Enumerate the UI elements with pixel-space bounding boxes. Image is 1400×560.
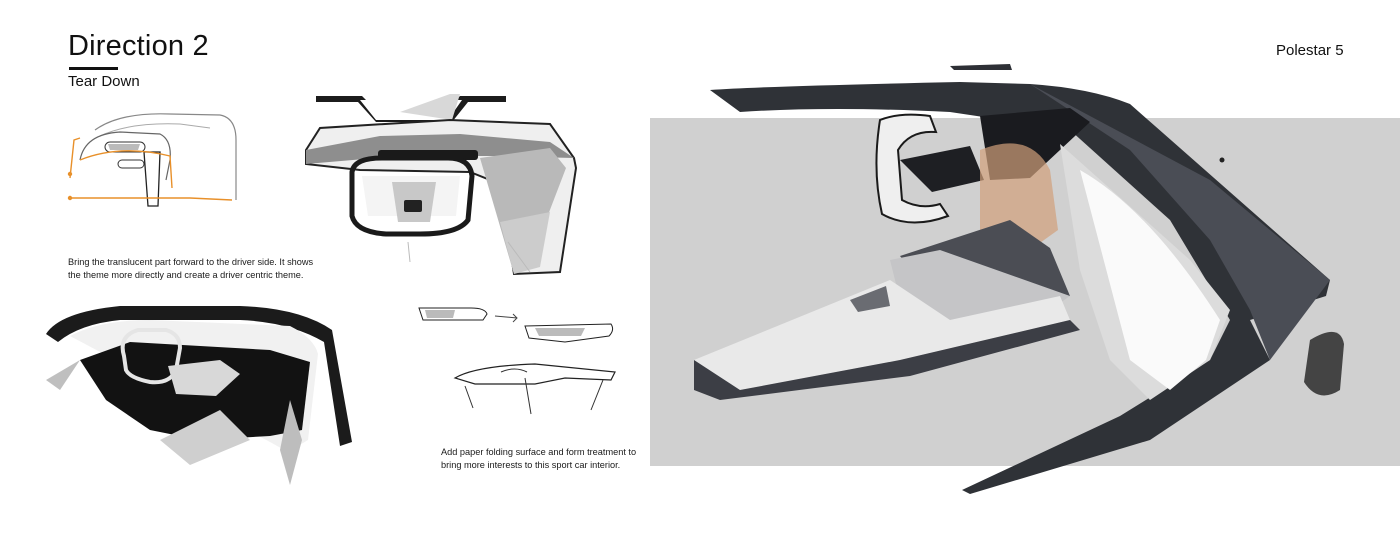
- sketch-teardown-sequence: [418, 307, 616, 415]
- title-underline: [69, 67, 118, 70]
- sketch-line-dashboard-orange: [67, 113, 237, 207]
- note-driver-side: Bring the translucent part forward to th…: [68, 257, 314, 280]
- hero-interior-render: [650, 64, 1400, 494]
- brand-label: Polestar 5: [1276, 42, 1344, 59]
- note-paper-folding: Add paper folding surface and form treat…: [441, 447, 637, 470]
- page-title: Direction 2: [68, 30, 209, 62]
- sketch-interior-perspective: [46, 306, 352, 485]
- sketch-front-view-render: [305, 94, 578, 276]
- page-subtitle: Tear Down: [68, 73, 140, 90]
